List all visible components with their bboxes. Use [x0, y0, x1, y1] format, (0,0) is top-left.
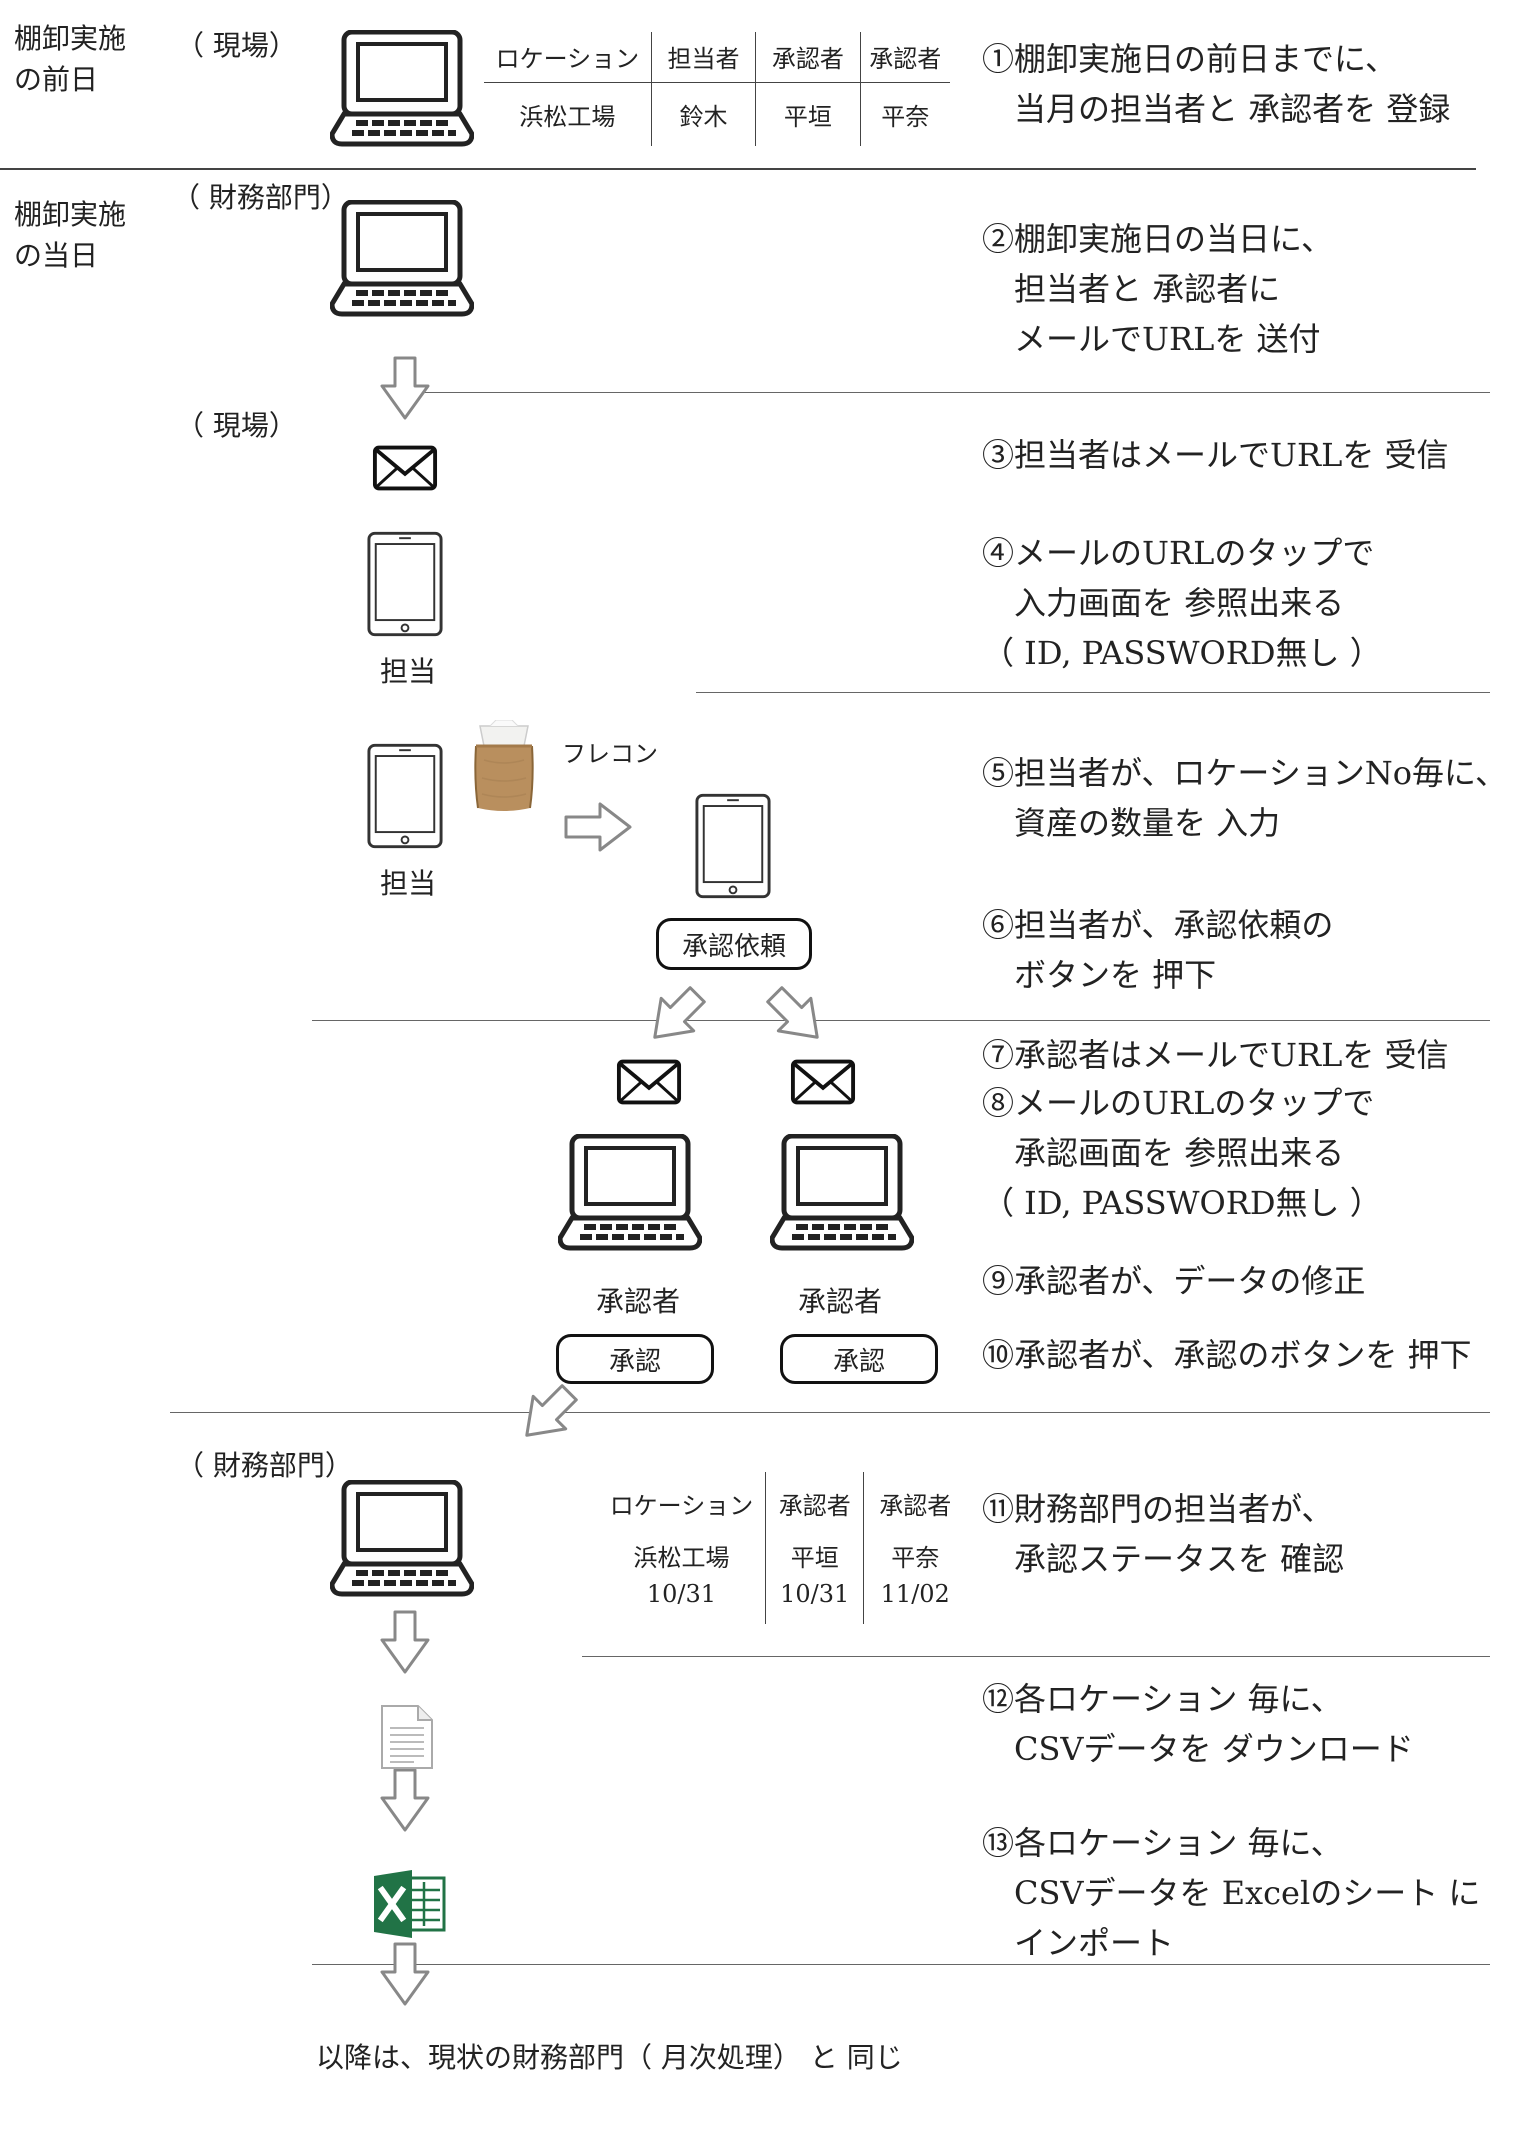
divider — [400, 392, 1490, 393]
arrow-down-icon — [380, 1768, 430, 1832]
divider — [312, 1964, 1490, 1965]
arrow-down-right-icon — [766, 986, 819, 1039]
approver-label: 承認者 — [596, 1285, 681, 1318]
step-6-text: ⑥担当者が、承認依頼の ボタンを 押下 — [982, 906, 1334, 994]
section-label-day-of: 棚卸実施 の当日 — [14, 198, 127, 272]
table-cell: 平奈 11/02 — [863, 1534, 966, 1624]
table-header: 担当者 — [650, 32, 756, 82]
excel-icon — [374, 1870, 446, 1938]
request-approval-button[interactable]: 承認依頼 — [656, 918, 812, 970]
person-label-tanto: 担当 — [380, 867, 437, 900]
approval-status-table: ロケーション 承認者 承認者 浜松工場 10/31 平垣 10/31 平奈 11… — [598, 1472, 966, 1624]
laptop-icon — [330, 1480, 474, 1598]
arrow-right-icon — [564, 802, 632, 852]
step-9-text: ⑨承認者が、データの修正 — [982, 1262, 1366, 1300]
tablet-icon — [366, 742, 444, 850]
tablet-icon — [694, 792, 772, 900]
step-5-text: ⑤担当者が、ロケーションNo毎に、 資産の数量を 入力 — [982, 754, 1508, 842]
laptop-icon — [330, 30, 474, 148]
mail-icon — [372, 444, 438, 492]
table-header: 承認者 — [859, 32, 950, 82]
table-cell: 平垣 10/31 — [764, 1534, 864, 1624]
area-label-zaimu: （ 財務部門） — [172, 181, 349, 214]
mail-icon — [616, 1058, 682, 1106]
arrow-down-left-icon — [653, 986, 706, 1039]
divider — [170, 1412, 1490, 1413]
approve-button[interactable]: 承認 — [780, 1334, 938, 1384]
step-8-text: ⑧メールのURLのタップで 承認画面を 参照出来る （ ID, PASSWORD… — [982, 1084, 1382, 1222]
person-label-tanto: 担当 — [380, 655, 437, 688]
csv-document-icon — [381, 1705, 433, 1769]
area-label-genba: （ 現場） — [176, 409, 297, 442]
assignment-table: ロケーション 担当者 承認者 承認者 浜松工場 鈴木 平垣 平奈 — [484, 32, 950, 146]
tablet-icon — [366, 530, 444, 638]
table-header: 承認者 — [755, 32, 861, 82]
section-divider — [0, 168, 1476, 170]
divider — [696, 692, 1490, 693]
arrow-down-icon — [380, 1610, 430, 1674]
step-10-text: ⑩承認者が、承認のボタンを 押下 — [982, 1336, 1472, 1374]
step-1-text: ①棚卸実施日の前日までに、 当月の担当者と 承認者を 登録 — [982, 40, 1451, 128]
table-cell: 平垣 — [755, 81, 861, 146]
area-label-zaimu: （ 財務部門） — [176, 1449, 353, 1482]
section-label-before: 棚卸実施 の前日 — [14, 22, 127, 96]
area-label-genba: （ 現場） — [176, 29, 297, 62]
step-3-text: ③担当者はメールでURLを 受信 — [982, 436, 1449, 474]
table-header: ロケーション — [495, 45, 640, 74]
laptop-icon — [770, 1134, 914, 1252]
divider — [312, 1020, 1490, 1021]
step-12-text: ⑫各ロケーション 毎に、 CSVデータを ダウンロード — [982, 1680, 1414, 1768]
final-note: 以降は、現状の財務部門（ 月次処理） と 同じ — [316, 2041, 903, 2074]
step-11-text: ⑪財務部門の担当者が、 承認ステータスを 確認 — [982, 1490, 1345, 1578]
divider — [582, 1656, 1490, 1657]
table-header: 承認者 — [863, 1472, 966, 1534]
table-cell: 平奈 — [859, 81, 950, 146]
step-4-text: ④メールのURLのタップで 入力画面を 参照出来る （ ID, PASSWORD… — [982, 534, 1382, 672]
table-cell: 浜松工場 — [484, 81, 652, 146]
arrow-down-icon — [380, 356, 430, 420]
approve-button[interactable]: 承認 — [556, 1334, 714, 1384]
mail-icon — [790, 1058, 856, 1106]
arrow-down-icon — [380, 1942, 430, 2006]
laptop-icon — [558, 1134, 702, 1252]
laptop-icon — [330, 200, 474, 318]
table-header: 承認者 — [764, 1472, 864, 1534]
flecon-bag-icon — [474, 720, 534, 811]
arrow-down-left-icon — [525, 1384, 578, 1437]
table-cell: 浜松工場 10/31 — [633, 1544, 730, 1608]
step-2-text: ②棚卸実施日の当日に、 担当者と 承認者に メールでURLを 送付 — [982, 220, 1334, 358]
approver-label: 承認者 — [798, 1285, 883, 1318]
flecon-label: フレコン — [562, 740, 658, 768]
step-13-text: ⑬各ロケーション 毎に、 CSVデータを Excelのシート に インポート — [982, 1824, 1481, 1962]
step-7-text: ⑦承認者はメールでURLを 受信 — [982, 1036, 1449, 1074]
table-cell: 鈴木 — [650, 81, 756, 146]
table-header: ロケーション — [609, 1491, 754, 1520]
